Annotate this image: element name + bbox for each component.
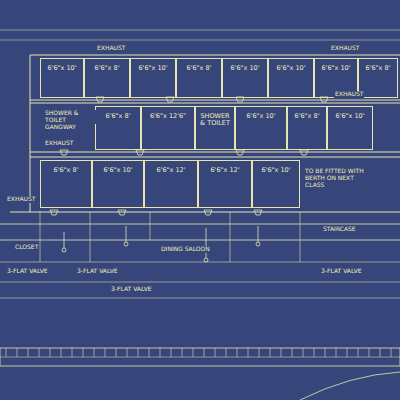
note-label: EXHAUST bbox=[334, 91, 364, 98]
cabin-size: 6'6"x 10' bbox=[238, 113, 284, 120]
note-label: 3-FLAT VALVE bbox=[320, 268, 363, 275]
note-label: EXHAUST bbox=[96, 45, 126, 52]
cabin-box: 6'6"x 8' bbox=[287, 106, 327, 150]
cabin-box: 6'6"x 10' bbox=[222, 58, 268, 98]
cabin-size: 6'6"x 8' bbox=[43, 167, 89, 174]
cabin-size: 6'6"x 10' bbox=[225, 65, 265, 72]
cabin-size: 6'6"x 8' bbox=[179, 65, 219, 72]
cabin-box: 6'6"x 12' bbox=[144, 160, 198, 208]
cabin-box: 6'6"x 8' bbox=[40, 160, 92, 208]
cabin-size: 6'6"x 10' bbox=[95, 167, 141, 174]
cabin-box: 6'6"x 12' bbox=[198, 160, 252, 208]
note-label: CLOSET bbox=[14, 244, 39, 251]
cabin-size: 6'6"x 10' bbox=[255, 167, 297, 174]
note-label: EXHAUST bbox=[6, 196, 36, 203]
cabin-size: SHOWER & TOILET bbox=[198, 113, 232, 128]
note-label: 3-FLAT VALVE bbox=[6, 268, 49, 275]
cabin-box: SHOWER & TOILET bbox=[195, 106, 235, 150]
cabin-size: 6'6"x 12'6" bbox=[144, 113, 192, 120]
cabin-box: 6'6"x 10' bbox=[40, 58, 84, 98]
cabin-size: 6'6"x 12' bbox=[201, 167, 249, 174]
cabin-box: 6'6"x 10' bbox=[268, 58, 314, 98]
note-label: TO BE FITTED WITH BERTH ON NEXT CLASS bbox=[304, 168, 368, 189]
note-label: EXHAUST bbox=[330, 45, 360, 52]
cabin-box: 6'6"x 10' bbox=[327, 106, 373, 150]
cabin-size: 6'6"x 10' bbox=[133, 65, 173, 72]
cabin-box: 6'6"x 10' bbox=[252, 160, 300, 208]
cabin-size: 6'6"x 10' bbox=[330, 113, 370, 120]
cabin-size: 6'6"x 8' bbox=[290, 113, 324, 120]
cabin-size: 6'6"x 8' bbox=[87, 65, 127, 72]
cabin-box: 6'6"x 12'6" bbox=[141, 106, 195, 150]
cabin-box: 6'6"x 8' bbox=[176, 58, 222, 98]
cabin-size: 6'6"x 12' bbox=[147, 167, 195, 174]
cabin-size: 6'6"x 10' bbox=[271, 65, 311, 72]
note-label: DINING SALOON bbox=[160, 246, 211, 253]
note-label: STAIRCASE bbox=[322, 226, 357, 233]
cabin-size: 6'6"x 8' bbox=[361, 65, 395, 72]
cabin-box: 6'6"x 10' bbox=[92, 160, 144, 208]
cabin-size: 6'6"x 8' bbox=[98, 113, 138, 120]
note-label: 3-FLAT VALVE bbox=[76, 268, 119, 275]
note-label: EXHAUST bbox=[44, 140, 74, 147]
note-label: 3-FLAT VALVE bbox=[110, 286, 153, 293]
cabin-box: 6'6"x 8' bbox=[84, 58, 130, 98]
note-label: SHOWER & TOILET bbox=[44, 110, 96, 124]
cabin-size: 6'6"x 10' bbox=[43, 65, 81, 72]
cabin-size: 6'6"x 10' bbox=[317, 65, 355, 72]
cabin-box: 6'6"x 8' bbox=[95, 106, 141, 150]
cabin-box: 6'6"x 10' bbox=[130, 58, 176, 98]
note-label: GANGWAY bbox=[44, 124, 77, 131]
cabin-box: 6'6"x 10' bbox=[235, 106, 287, 150]
